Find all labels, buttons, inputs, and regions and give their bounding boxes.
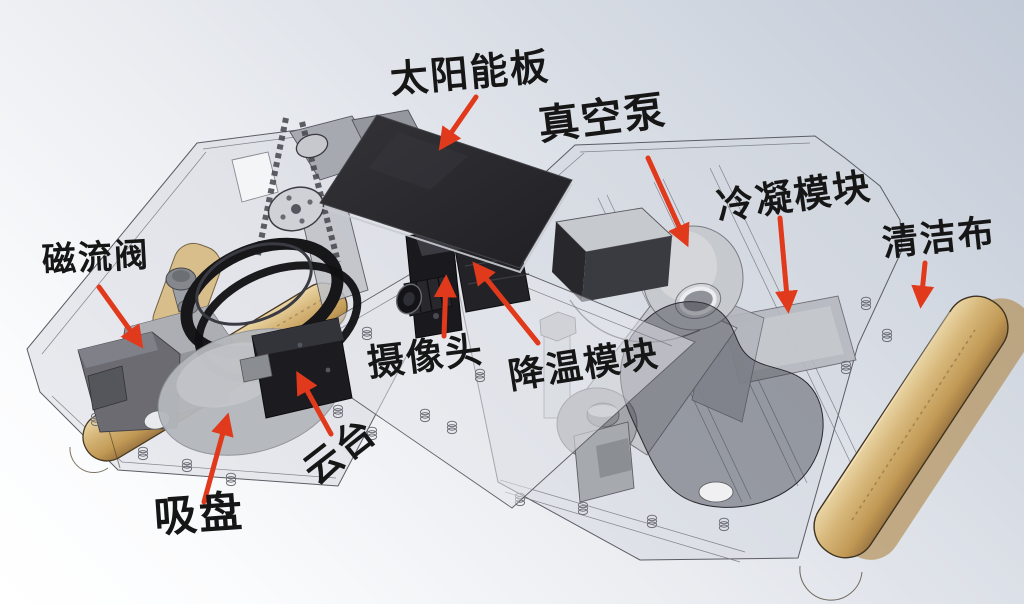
label-suction-cup: 吸盘 [152, 486, 246, 544]
arrow-gimbal [296, 370, 334, 437]
electronics-box-3d [552, 207, 701, 343]
arrow-vacuum-pump [645, 155, 690, 248]
label-magnetic-flow-valve: 磁流阀 [41, 235, 151, 281]
arrow-condenser-module [775, 215, 798, 314]
arrow-magnetic-flow-valve [96, 284, 144, 349]
arrow-suction-cup [201, 412, 234, 505]
gimbal-servo-3d [239, 317, 353, 419]
cover-hole [698, 481, 734, 503]
cleaning-roller-right [799, 295, 1024, 601]
arrow-camera [433, 274, 457, 339]
center-deck [281, 245, 696, 509]
center-assembly [157, 109, 696, 509]
arrow-solar-panel [438, 94, 479, 151]
arrow-cleaning-cloth [911, 260, 935, 309]
solar-panel-3d [319, 114, 573, 274]
annotation-arrows [96, 94, 935, 505]
motor-bracket-3d [573, 421, 635, 503]
arrow-cooling-module [472, 261, 541, 346]
